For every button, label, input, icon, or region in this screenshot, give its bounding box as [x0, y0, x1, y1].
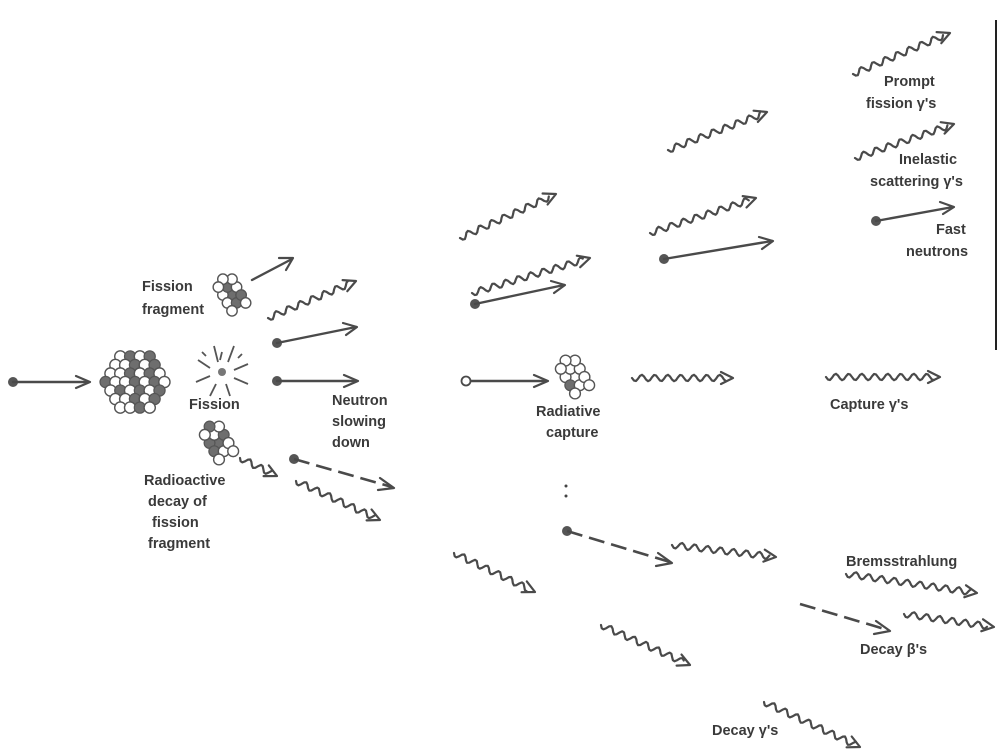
inelastic-gammas-label: Inelastic scattering γ's	[870, 152, 963, 190]
gamma-arrow-15	[902, 611, 996, 633]
bremsstrahlung-label: Bremsstrahlung	[846, 554, 957, 570]
beta-arrow-2	[562, 526, 674, 568]
gamma-arrow-4	[666, 109, 769, 153]
prompt-gammas-label: Prompt fission γ's	[866, 74, 939, 112]
beta-arrow-3	[799, 602, 892, 636]
gamma-arrow-9	[824, 369, 942, 385]
neutron-arrow-mid	[470, 279, 567, 309]
radiative-capture-label: Radiative capture	[536, 404, 605, 441]
target-nucleus-icon	[99, 350, 171, 414]
fission-fragment-icon	[212, 273, 252, 317]
decay-betas-label: Decay β's	[860, 642, 927, 658]
gamma-arrow-17	[238, 456, 279, 478]
neutron-slowing-label: Neutron slowing down	[332, 393, 392, 451]
capture-gammas-label: Capture γ's	[830, 397, 908, 413]
fission-label: Fission	[189, 397, 240, 413]
neutron-slowing-arrow	[272, 373, 360, 389]
gamma-arrow-10	[294, 479, 382, 522]
decaying-fragment-icon	[198, 420, 240, 466]
beta-arrow-1	[289, 454, 396, 492]
gamma-arrow-8	[630, 370, 735, 386]
fast-neutrons-label: Fast neutrons	[906, 222, 970, 260]
gamma-arrow-13	[599, 623, 692, 667]
incoming-neutron	[8, 374, 92, 390]
radioactive-decay-label: Radioactive decay of fission fragment	[144, 473, 229, 552]
capture-nucleus-icon	[554, 354, 596, 400]
gamma-arrow-2	[458, 192, 558, 241]
gamma-arrow-14	[844, 571, 979, 599]
gamma-arrow-7	[853, 121, 956, 161]
gamma-arrow-11	[452, 551, 537, 594]
dotted-marks	[564, 484, 568, 498]
gamma-arrow-5	[648, 195, 758, 236]
neutron-arrow-upper	[272, 321, 359, 348]
fission-burst-icon	[195, 345, 249, 397]
gamma-arrow-1	[266, 279, 358, 321]
neutron-arrow-far	[659, 235, 775, 264]
gamma-arrow-16	[762, 700, 862, 749]
fission-fragment-label: Fission fragment	[142, 279, 204, 318]
gamma-arrow-12	[670, 541, 778, 563]
gamma-ray-arrows	[238, 30, 996, 749]
gamma-arrow-6	[851, 30, 952, 77]
fragment-recoil-arrow	[250, 256, 295, 282]
gamma-arrow-3	[470, 254, 592, 297]
thermal-neutron-arrow	[460, 373, 550, 389]
fast-neutron-arrow	[871, 200, 956, 226]
decay-gammas-label: Decay γ's	[712, 723, 778, 739]
